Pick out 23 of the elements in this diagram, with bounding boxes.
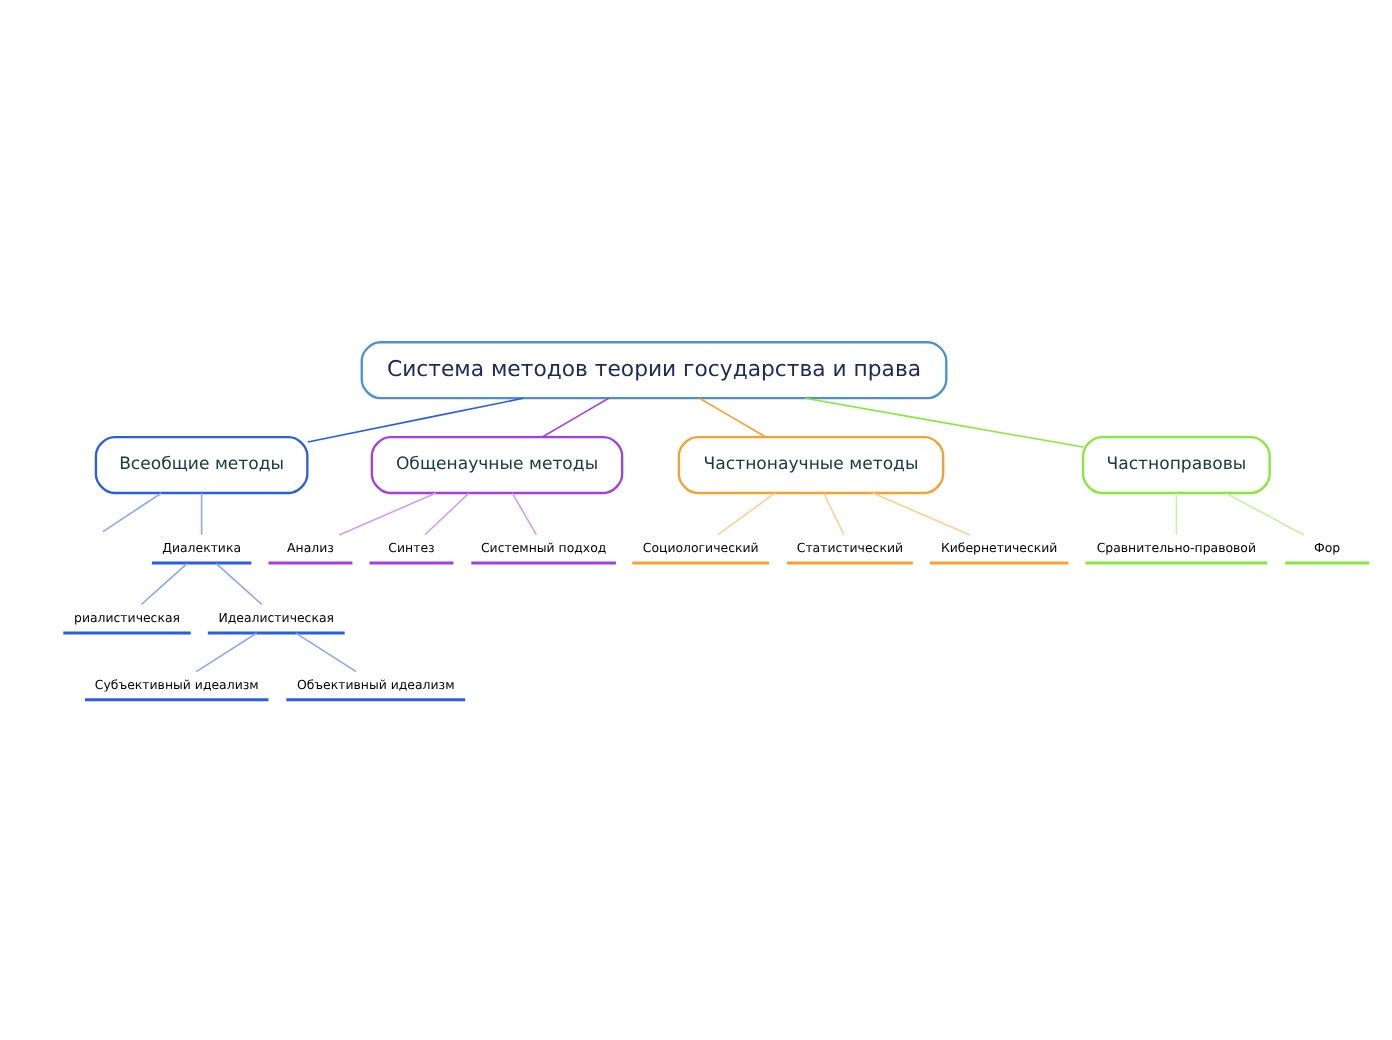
- connector: [295, 631, 357, 672]
- connector: [823, 491, 845, 535]
- connector: [215, 561, 263, 605]
- node-box: Всеобщие методы: [94, 434, 309, 494]
- connector: [338, 491, 437, 535]
- connector: [698, 396, 767, 437]
- node-box: Система методов теории государства и права: [360, 340, 948, 399]
- connector: [804, 396, 1084, 447]
- connector: [717, 491, 776, 535]
- connector: [511, 491, 538, 535]
- node-box: Общенаучные методы: [370, 434, 624, 494]
- connector: [1224, 491, 1305, 535]
- node-box: Частнонаучные методы: [677, 434, 945, 494]
- connector: [140, 561, 189, 605]
- connector: [871, 491, 971, 535]
- connector: [307, 396, 524, 442]
- node-box: Частноправовы: [1081, 434, 1271, 494]
- connector: [541, 396, 610, 437]
- connector: [200, 491, 203, 535]
- connector: [424, 491, 470, 535]
- connector: [195, 631, 258, 672]
- connector: [102, 491, 163, 532]
- connector: [1175, 491, 1178, 535]
